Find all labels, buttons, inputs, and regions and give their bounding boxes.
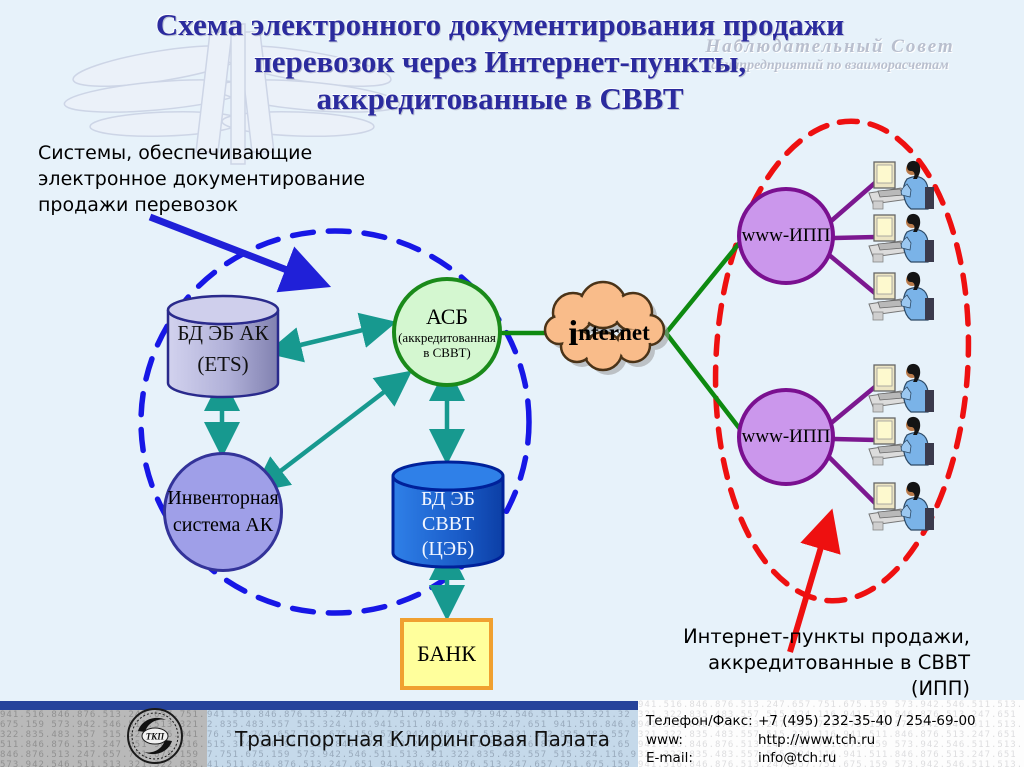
ipp-annotation: Интернет-пункты продажи, аккредитованные… xyxy=(610,624,970,702)
ipp-annotation-line3: (ИПП) xyxy=(910,677,970,700)
purple-workstation-links xyxy=(825,179,879,507)
footer-accent-strip xyxy=(0,701,638,710)
watermark-line1: Наблюдательный Совет xyxy=(705,36,955,57)
computer-user-icon xyxy=(866,268,940,322)
right-note-arrow xyxy=(787,508,841,653)
title-line3: аккредитованные в СВВТ xyxy=(316,81,684,116)
node-bd-eb-ak-label: БД ЭБ АК (ETS) xyxy=(168,318,278,380)
contact-row-phone: Телефон/Факс: +7 (495) 232-35-40 / 254-6… xyxy=(646,712,976,731)
node-bank: БАНК xyxy=(400,618,493,690)
computer-user-icon xyxy=(866,478,940,532)
ipp-bottom-label: www-ИПП xyxy=(741,426,831,447)
systems-annotation: Системы, обеспечивающие электронное доку… xyxy=(38,140,365,218)
node-ipp-top: www-ИПП xyxy=(737,187,835,285)
bank-label: БАНК xyxy=(417,641,476,666)
contact-www-label: www: xyxy=(646,731,683,748)
footer-blue-section: 941.516.846.876.513.247.657.751.675.159 … xyxy=(207,710,638,767)
watermark-line2: авиапредприятий по взаиморасчетам xyxy=(711,58,949,73)
internet-label-rest: nternet xyxy=(578,320,650,345)
teal-data-links xyxy=(204,312,465,621)
internet-label-initial: i xyxy=(568,313,579,353)
footer-digits-noise: 941.516.846.876.513.247.657.751.675.159 … xyxy=(638,700,1024,767)
asb-sub1: (аккредитованная xyxy=(398,330,496,345)
footer-company-name: Транспортная Клиринговая Палата xyxy=(235,726,610,751)
wings-logo-watermark xyxy=(63,23,400,165)
node-bd-eb-svvt-label: БД ЭБ СВВТ (ЦЭБ) xyxy=(393,487,503,562)
systems-annotation-line3: продажи перевозок xyxy=(38,194,239,216)
contact-email-label: E-mail: xyxy=(646,750,693,766)
bd-eb-svvt-line1: БД ЭБ СВВТ xyxy=(420,488,476,535)
tkp-logo: ТКП xyxy=(127,708,183,764)
footer-digits-noise: 941.516.846.876.513.247.657.751.675.159 … xyxy=(207,710,638,767)
contact-email-value[interactable]: info@tch.ru xyxy=(758,750,837,766)
footer-gray-section: 941.516.846.876.513.247.657.751.675.159 … xyxy=(0,710,207,767)
tkp-logo-text: ТКП xyxy=(146,732,166,742)
systems-annotation-line2: электронное документирование xyxy=(38,168,366,190)
left-note-arrow xyxy=(148,213,332,293)
computer-user-icon xyxy=(866,413,940,467)
bd-eb-ak-line2: (ETS) xyxy=(197,352,249,376)
red-dashed-group-ellipse xyxy=(712,118,972,604)
blue-dashed-group-ellipse xyxy=(138,228,532,616)
inventory-line2: система АК xyxy=(172,514,274,536)
bd-eb-svvt-line2: (ЦЭБ) xyxy=(421,538,475,560)
asb-sub2: в СВВТ) xyxy=(423,345,471,360)
ipp-annotation-line2: аккредитованные в СВВТ xyxy=(708,651,970,674)
cylinder-bd-eb-svvt xyxy=(391,460,505,569)
bd-eb-ak-line1: БД ЭБ АК xyxy=(177,321,269,345)
contact-row-www: www: http://www.tch.ru xyxy=(646,731,976,750)
computer-user-icon xyxy=(866,210,940,264)
contact-www-value[interactable]: http://www.tch.ru xyxy=(758,731,876,748)
footer: 941.516.846.876.513.247.657.751.675.159 … xyxy=(0,700,1024,767)
inventory-line1: Инвенторная xyxy=(167,487,279,509)
oversight-council-watermark: Наблюдательный Совет авиапредприятий по … xyxy=(655,36,1005,74)
ipp-top-label: www-ИПП xyxy=(741,225,831,246)
ipp-annotation-line1: Интернет-пункты продажи, xyxy=(683,625,970,648)
systems-annotation-line1: Системы, обеспечивающие xyxy=(38,142,313,164)
internet-cloud-shape xyxy=(543,280,669,375)
node-ipp-bottom: www-ИПП xyxy=(737,388,835,486)
title-line1: Схема электронного документирования прод… xyxy=(155,7,845,42)
contact-phone-label: Телефон/Факс: xyxy=(646,713,753,729)
footer-contact-section: 941.516.846.876.513.247.657.751.675.159 … xyxy=(638,700,1024,767)
asb-label: АСБ xyxy=(425,304,469,329)
cylinder-bd-eb-ak xyxy=(166,294,280,399)
computer-user-icon xyxy=(866,360,940,414)
node-asb: АСБ (аккредитованная в СВВТ) xyxy=(392,277,502,387)
title-line2: перевозок через Интернет-пункты, xyxy=(253,44,747,79)
page-title: Схема электронного документирования прод… xyxy=(0,6,1000,117)
contact-row-email: E-mail: info@tch.ru xyxy=(646,749,976,767)
node-inventory-system: Инвенторная система АК xyxy=(163,452,283,572)
contact-phone-value: +7 (495) 232-35-40 / 254-69-00 xyxy=(758,713,976,729)
computer-user-icon xyxy=(866,157,940,211)
footer-digits-noise: 941.516.846.876.513.247.657.751.675.159 … xyxy=(0,710,206,767)
footer-contacts: Телефон/Факс: +7 (495) 232-35-40 / 254-6… xyxy=(646,712,976,767)
